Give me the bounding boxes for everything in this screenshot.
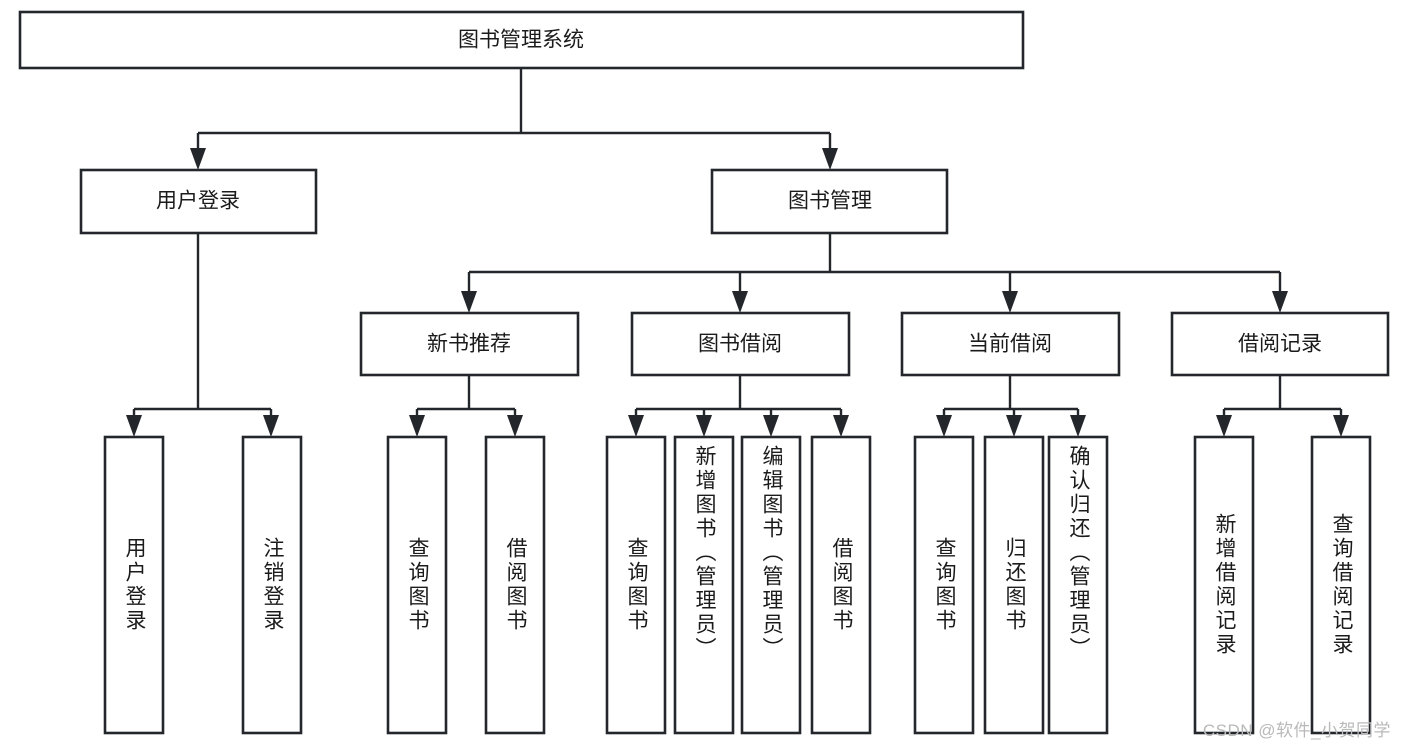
node-borrow-record-box[interactable] — [1170, 311, 1390, 377]
node-root-label: 图书管理系统 — [458, 29, 584, 52]
node-new-book-rec[interactable]: 新书推荐 — [359, 311, 580, 377]
connector-group-current-borrow — [936, 375, 1086, 437]
connector-group-borrow-record — [1216, 375, 1349, 437]
arrow-head-book-manage — [822, 148, 838, 170]
arrow-head-leaf-borrow-query — [628, 415, 644, 437]
node-new-book-rec-label: 新书推荐 — [427, 333, 511, 356]
node-leaf-cur-query-box[interactable] — [913, 435, 975, 735]
node-book-borrow[interactable]: 图书借阅 — [630, 311, 851, 377]
node-leaf-rec-query-box[interactable] — [386, 435, 448, 735]
arrow-head-leaf-user-logout — [263, 415, 279, 437]
node-book-borrow-label: 图书借阅 — [698, 333, 782, 356]
arrow-head-new-book-rec — [461, 291, 477, 313]
arrow-head-leaf-rec-add — [1216, 415, 1232, 437]
node-leaf-rec-search-box[interactable] — [1310, 435, 1372, 735]
arrow-head-leaf-borrow-add — [696, 415, 712, 437]
node-root-box[interactable] — [18, 10, 1025, 70]
connector-group-new-book-rec — [409, 375, 523, 437]
node-book-borrow-box[interactable] — [630, 311, 851, 377]
arrow-head-leaf-cur-return — [1006, 415, 1022, 437]
node-user-login[interactable]: 用户登录 — [79, 168, 318, 235]
arrow-head-leaf-rec-search — [1333, 415, 1349, 437]
csdn-watermark: CSDN @软件_小贺同学 — [1202, 721, 1391, 740]
node-leaf-user-logout-box[interactable] — [241, 435, 303, 735]
node-current-borrow-box[interactable] — [900, 311, 1121, 377]
arrow-head-leaf-cur-query — [936, 415, 952, 437]
connector-group-user-login — [126, 233, 279, 437]
arrow-head-leaf-rec-borrow — [507, 415, 523, 437]
node-borrow-record[interactable]: 借阅记录 — [1170, 311, 1390, 377]
arrow-head-current-borrow — [1002, 291, 1018, 313]
connector-group-book-manage — [461, 233, 1288, 313]
arrow-head-leaf-user-login — [126, 415, 142, 437]
node-leaf-borrow-add-box[interactable] — [673, 435, 735, 735]
connector-group-root — [190, 68, 838, 170]
node-leaf-rec-borrow-box[interactable] — [484, 435, 546, 735]
arrow-head-leaf-borrow-edit — [763, 415, 779, 437]
arrow-head-user-login — [190, 148, 206, 170]
node-leaf-cur-confirm-box[interactable] — [1047, 435, 1109, 735]
arrow-head-leaf-rec-query — [409, 415, 425, 437]
arrow-head-book-borrow — [732, 291, 748, 313]
arrow-head-borrow-record — [1272, 291, 1288, 313]
node-leaf-borrow-edit-box[interactable] — [740, 435, 802, 735]
node-leaf-cur-return-box[interactable] — [983, 435, 1045, 735]
arrow-head-leaf-borrow-lend — [833, 415, 849, 437]
node-root[interactable]: 图书管理系统 — [18, 10, 1025, 70]
node-user-login-label: 用户登录 — [156, 190, 240, 213]
node-leaf-borrow-query-box[interactable] — [605, 435, 667, 735]
node-new-book-rec-box[interactable] — [359, 311, 580, 377]
node-leaf-user-login-box[interactable] — [103, 435, 165, 735]
node-current-borrow-label: 当前借阅 — [968, 333, 1052, 356]
node-book-manage-box[interactable] — [710, 168, 949, 235]
node-borrow-record-label: 借阅记录 — [1238, 333, 1322, 356]
node-leaf-rec-add-box[interactable] — [1193, 435, 1255, 735]
node-leaf-borrow-lend-box[interactable] — [810, 435, 872, 735]
node-user-login-box[interactable] — [79, 168, 318, 235]
leaf-boxes — [103, 435, 1372, 735]
connector-group-book-borrow — [628, 375, 849, 437]
node-book-manage[interactable]: 图书管理 — [710, 168, 949, 235]
arrow-head-leaf-cur-confirm — [1070, 415, 1086, 437]
node-current-borrow[interactable]: 当前借阅 — [900, 311, 1121, 377]
node-book-manage-label: 图书管理 — [788, 190, 872, 213]
